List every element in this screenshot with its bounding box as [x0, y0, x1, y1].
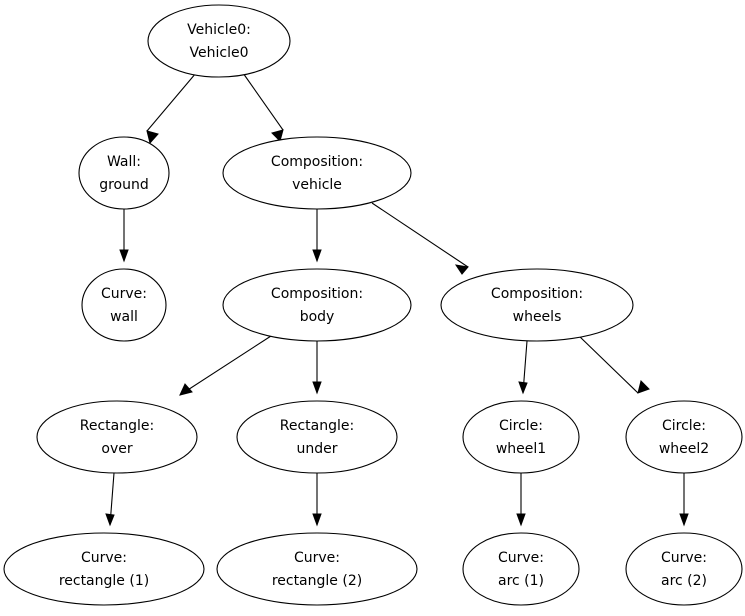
- node-ellipse-shape: [147, 4, 291, 78]
- node-ellipse-shape: [78, 136, 170, 210]
- node-label-type: Curve:: [498, 550, 544, 566]
- node-label-name: arc (2): [661, 573, 707, 589]
- graph-edge-composition_wheels-to-circle_wheel2[interactable]: [577, 334, 650, 394]
- node-label-name: rectangle (1): [59, 573, 149, 589]
- graph-edge-composition_vehicle-to-composition_wheels[interactable]: [371, 202, 469, 275]
- node-label-name: wheel1: [496, 441, 546, 457]
- graph-node-wall_ground[interactable]: Wall: ground: [78, 136, 170, 210]
- node-label-type: Vehicle0:: [187, 22, 251, 38]
- edge-arrowhead-icon: [679, 513, 689, 527]
- graph-node-composition_vehicle[interactable]: Composition: vehicle: [222, 136, 412, 210]
- node-label-type: Wall:: [107, 154, 141, 170]
- edge-line: [146, 72, 197, 132]
- graph-node-curve_rectangle_1[interactable]: Curve: rectangle (1): [3, 532, 205, 606]
- edge-line: [577, 334, 639, 394]
- node-label-name: over: [101, 441, 132, 457]
- graph-node-curve_arc_1[interactable]: Curve: arc (1): [462, 532, 580, 606]
- graph-edge-circle_wheel2-to-curve_arc_2[interactable]: [679, 473, 689, 527]
- edge-arrowhead-icon: [312, 249, 322, 263]
- node-ellipse-shape: [462, 532, 580, 606]
- node-label-name: body: [300, 309, 335, 325]
- graph-node-curve_rectangle_2[interactable]: Curve: rectangle (2): [216, 532, 418, 606]
- node-ellipse-shape: [440, 268, 634, 342]
- edge-arrowhead-icon: [271, 129, 284, 142]
- edge-arrowhead-icon: [518, 381, 528, 395]
- node-ellipse-shape: [81, 268, 167, 342]
- edge-arrowhead-icon: [146, 130, 159, 145]
- node-label-name: under: [296, 441, 337, 457]
- node-label-type: Rectangle:: [80, 418, 154, 434]
- graph-node-circle_wheel1[interactable]: Circle: wheel1: [462, 400, 580, 474]
- edge-arrowhead-icon: [312, 513, 322, 527]
- node-label-type: Composition:: [491, 286, 583, 302]
- edge-line: [371, 202, 469, 268]
- node-label-name: wall: [110, 309, 138, 325]
- graph-node-composition_body[interactable]: Composition: body: [222, 268, 412, 342]
- graph-edge-rectangle_under-to-curve_rectangle_2[interactable]: [312, 473, 322, 527]
- node-label-type: Curve:: [81, 550, 127, 566]
- graph-edge-composition_wheels-to-circle_wheel1[interactable]: [518, 340, 528, 395]
- node-label-type: Curve:: [661, 550, 707, 566]
- node-ellipse-shape: [222, 136, 412, 210]
- edge-arrowhead-icon: [119, 249, 129, 263]
- node-label-type: Composition:: [271, 154, 363, 170]
- graph-node-curve_wall[interactable]: Curve: wall: [81, 268, 167, 342]
- edge-arrowhead-icon: [637, 380, 650, 394]
- edge-arrowhead-icon: [179, 383, 193, 396]
- graph-node-circle_wheel2[interactable]: Circle: wheel2: [625, 400, 743, 474]
- edge-arrowhead-icon: [105, 513, 115, 527]
- graph-edge-rectangle_over-to-curve_rectangle_1[interactable]: [105, 472, 115, 527]
- edge-line: [179, 335, 272, 396]
- graph-edge-wall_ground-to-curve_wall[interactable]: [119, 209, 129, 263]
- edge-line: [242, 72, 284, 131]
- node-label-type: Circle:: [662, 418, 706, 434]
- node-label-type: Curve:: [294, 550, 340, 566]
- graph-node-composition_wheels[interactable]: Composition: wheels: [440, 268, 634, 342]
- graph-edge-circle_wheel1-to-curve_arc_1[interactable]: [516, 473, 526, 527]
- node-ellipse-shape: [625, 532, 743, 606]
- graph-node-rectangle_over[interactable]: Rectangle: over: [36, 400, 198, 474]
- node-ellipse-shape: [3, 532, 205, 606]
- nodes-layer: Vehicle0:Vehicle0Wall:groundComposition:…: [3, 4, 743, 606]
- node-label-type: Rectangle:: [280, 418, 354, 434]
- node-ellipse-shape: [222, 268, 412, 342]
- node-label-type: Curve:: [101, 286, 147, 302]
- edge-arrowhead-icon: [312, 381, 322, 395]
- graph-node-rectangle_under[interactable]: Rectangle: under: [236, 400, 398, 474]
- node-label-name: ground: [99, 177, 149, 193]
- graph-edge-vehicle0-to-composition_vehicle[interactable]: [242, 72, 284, 142]
- node-ellipse-shape: [462, 400, 580, 474]
- graph-edge-vehicle0-to-wall_ground[interactable]: [146, 72, 197, 145]
- node-ellipse-shape: [216, 532, 418, 606]
- graph-node-curve_arc_2[interactable]: Curve: arc (2): [625, 532, 743, 606]
- graph-edge-composition_body-to-rectangle_over[interactable]: [179, 335, 272, 396]
- node-label-name: wheel2: [659, 441, 709, 457]
- graph-edge-composition_body-to-rectangle_under[interactable]: [312, 341, 322, 395]
- node-label-type: Composition:: [271, 286, 363, 302]
- edge-arrowhead-icon: [516, 513, 526, 527]
- node-label-name: Vehicle0: [190, 45, 249, 61]
- node-label-name: rectangle (2): [272, 573, 362, 589]
- node-label-name: vehicle: [292, 177, 342, 193]
- node-ellipse-shape: [236, 400, 398, 474]
- node-ellipse-shape: [36, 400, 198, 474]
- node-label-type: Circle:: [499, 418, 543, 434]
- graph-node-vehicle0[interactable]: Vehicle0: Vehicle0: [147, 4, 291, 78]
- graph-edge-composition_vehicle-to-composition_body[interactable]: [312, 209, 322, 263]
- edge-arrowhead-icon: [454, 264, 469, 275]
- edges-layer: [105, 72, 689, 527]
- node-label-name: wheels: [513, 309, 562, 325]
- node-ellipse-shape: [625, 400, 743, 474]
- node-label-name: arc (1): [498, 573, 544, 589]
